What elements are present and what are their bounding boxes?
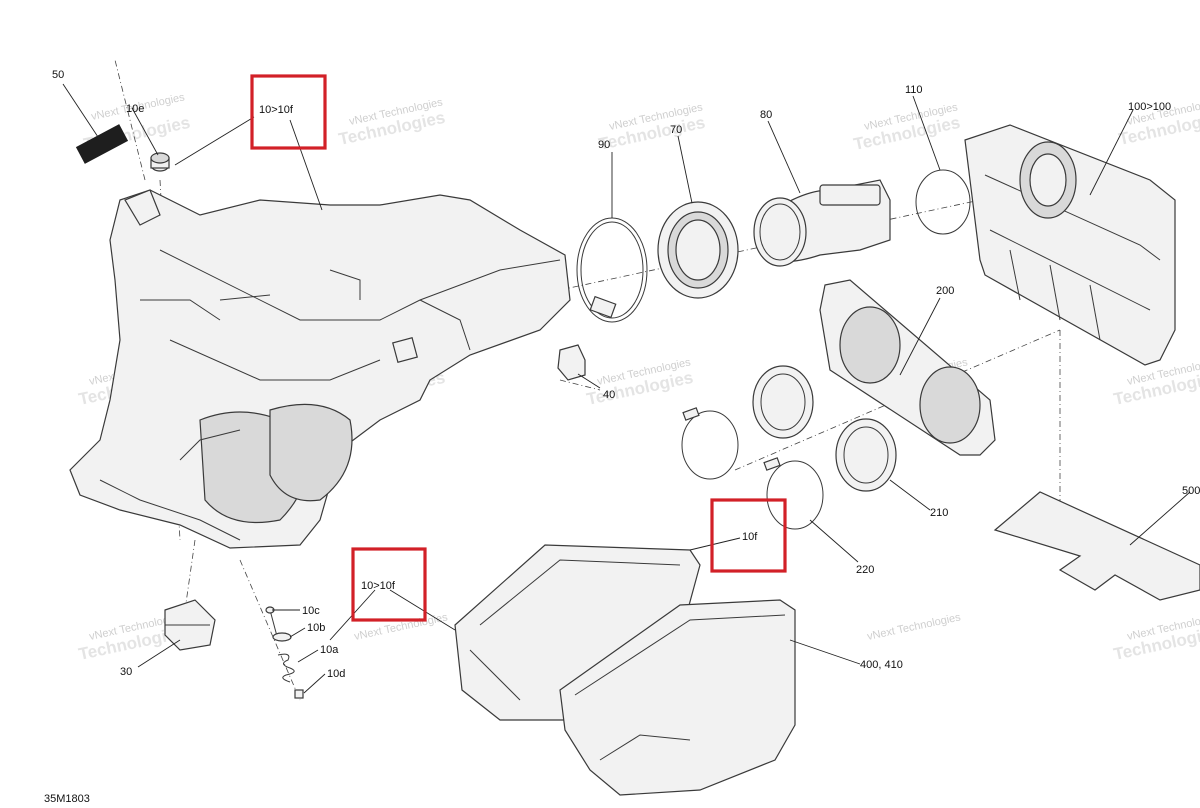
- clamps-and-sleeves: [681, 365, 897, 530]
- part-200-plate: [819, 279, 996, 456]
- axis-line: [114, 59, 146, 181]
- watermark: vNext Technologies: [353, 611, 449, 643]
- part-110-oring: [915, 169, 971, 235]
- callout-label: 10d: [327, 668, 345, 680]
- highlight-box[interactable]: [250, 74, 327, 150]
- highlight-label: 10>10f: [259, 104, 294, 116]
- callout-label: 40: [603, 389, 615, 401]
- callout-labels: 50 10e 90 70 80 110 100>100 200 40 210 2…: [52, 69, 1200, 680]
- part-10e-grommet: [150, 152, 170, 172]
- callout-label: 10a: [320, 644, 339, 656]
- part-100-housing: [964, 124, 1176, 366]
- part-30-bracket: [164, 599, 216, 651]
- highlight-label: 10f: [742, 531, 758, 543]
- part-90-clamp: [576, 217, 648, 323]
- drawing-number: 35M1803: [44, 793, 90, 805]
- callout-label: 400, 410: [860, 659, 903, 671]
- part-40-clip: [557, 344, 586, 381]
- callout-label: 100>100: [1128, 101, 1171, 113]
- part-80-tube: [753, 179, 891, 267]
- callout-label: 10c: [302, 605, 320, 617]
- part-500-plate: [993, 491, 1200, 601]
- callout-label: 200: [936, 285, 954, 297]
- callout-label: 110: [905, 84, 923, 96]
- callout-label: 50: [52, 69, 64, 81]
- hardware-stack: [265, 606, 304, 699]
- part-70-ring: [657, 201, 739, 299]
- callout-label: 70: [670, 124, 682, 136]
- axis-line: [239, 559, 301, 701]
- callout-label: 30: [120, 666, 132, 678]
- airbox-housing: [69, 189, 571, 549]
- part-400-410-cover: [454, 544, 796, 796]
- highlight-box[interactable]: [710, 498, 787, 573]
- callout-label: 80: [760, 109, 772, 121]
- axis-line: [184, 539, 196, 611]
- highlight-label: 10>10f: [361, 580, 396, 592]
- highlight-boxes: 10>10f 10>10f 10f: [250, 74, 787, 622]
- leader-lines: [62, 83, 1191, 694]
- callout-label: 210: [930, 507, 948, 519]
- callout-label: 90: [598, 139, 610, 151]
- callout-label: 220: [856, 564, 874, 576]
- watermark: vNext Technologies: [866, 611, 962, 643]
- axis-line: [559, 379, 601, 391]
- highlight-box[interactable]: [351, 547, 427, 622]
- callout-label: 500: [1182, 485, 1200, 497]
- callout-label: 10e: [126, 103, 144, 115]
- callout-label: 10b: [307, 622, 325, 634]
